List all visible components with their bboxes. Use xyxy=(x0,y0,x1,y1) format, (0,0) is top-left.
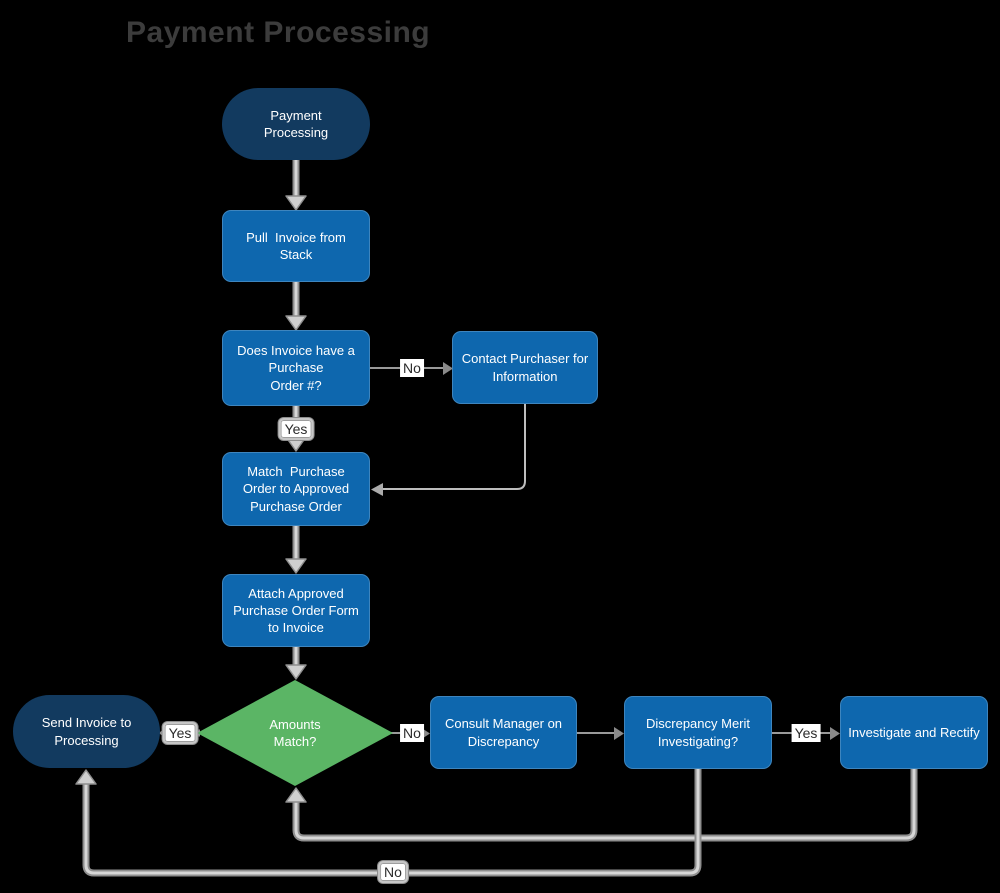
node-pull-invoice-from-stack: Pull Invoice from Stack xyxy=(222,210,370,282)
node-contact-purchaser: Contact Purchaser for Information xyxy=(452,331,598,404)
page-title: Payment Processing xyxy=(126,16,431,49)
edge-label-yes-amounts-match: Yes xyxy=(162,722,198,744)
connector-start-to-pull xyxy=(285,158,307,211)
connector-pull-to-haspo xyxy=(285,280,307,331)
edge-label-yes-purchase-order: Yes xyxy=(278,418,314,440)
node-attach-approved-form: Attach Approved Purchase Order Form to I… xyxy=(222,574,370,647)
node-send-invoice-to-processing: Send Invoice to Processing xyxy=(13,695,160,768)
node-payment-processing-start: Payment Processing xyxy=(222,88,370,160)
edge-label-no-amounts-match: No xyxy=(400,724,424,742)
connector-match-to-attach xyxy=(285,524,307,574)
edge-label-no-purchase-order: No xyxy=(400,359,424,377)
connector-contact-to-match xyxy=(371,404,526,496)
node-match-purchase-order: Match Purchase Order to Approved Purchas… xyxy=(222,452,370,526)
connector-consult-to-merit xyxy=(577,727,624,740)
edge-label-yes-investigate: Yes xyxy=(791,724,821,742)
node-consult-manager: Consult Manager on Discrepancy xyxy=(430,696,577,769)
connector-attach-to-diamond xyxy=(285,645,307,680)
connector-merit-no-loop-to-send xyxy=(75,766,702,877)
connector-investigate-loop-to-diamond xyxy=(285,766,918,842)
node-investigate-and-rectify: Investigate and Rectify xyxy=(840,696,988,769)
node-discrepancy-merit-investigating: Discrepancy Merit Investigating? xyxy=(624,696,772,769)
edge-label-no-loop-back: No xyxy=(378,861,408,883)
node-does-invoice-have-po: Does Invoice have a Purchase Order #? xyxy=(222,330,370,406)
